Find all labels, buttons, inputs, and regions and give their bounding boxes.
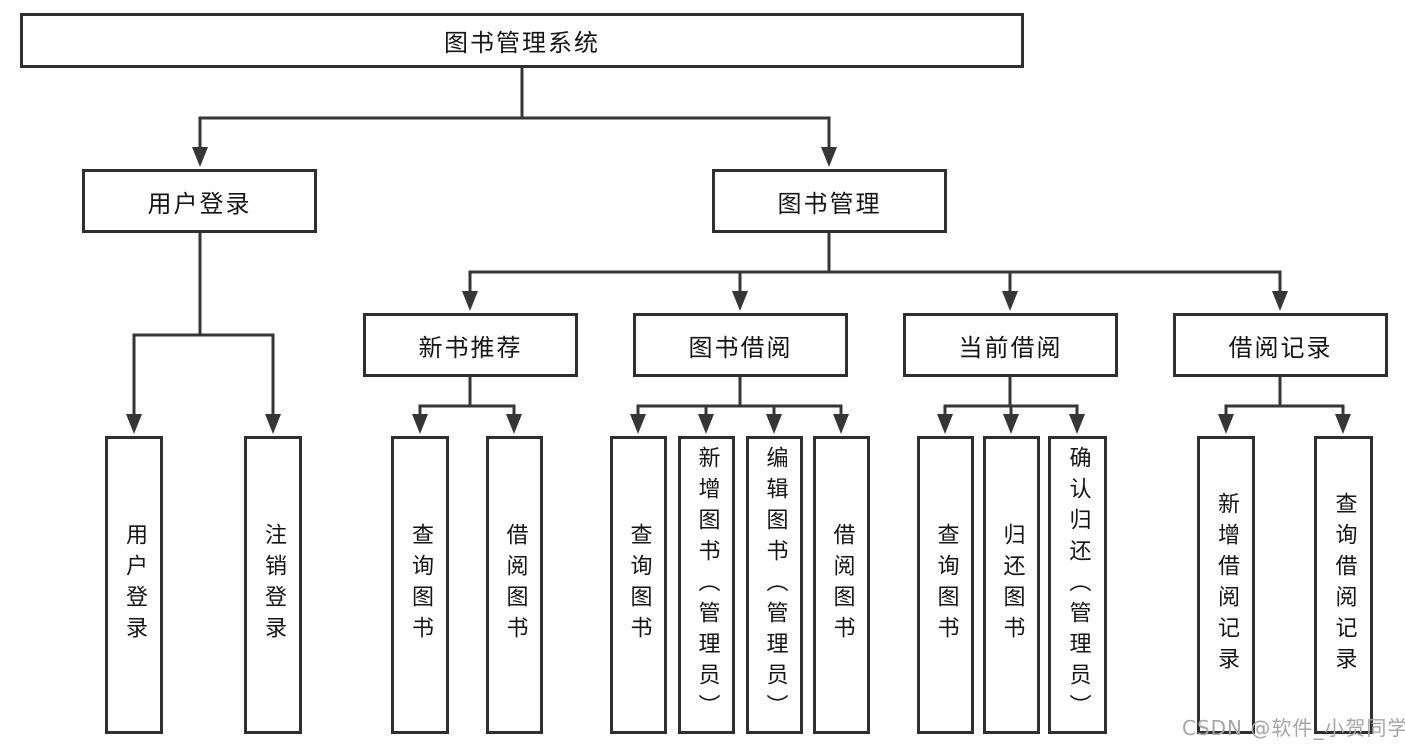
leaf-edit-books-admin: 编辑图书（管理员） bbox=[746, 436, 803, 734]
leaf-query-books-current: 查询图书 bbox=[917, 436, 974, 734]
node-book-borrowing-label: 图书借阅 bbox=[688, 333, 793, 362]
leaf-query-books-borrowing-label: 查询图书 bbox=[626, 523, 652, 647]
leaf-query-borrow-record: 查询借阅记录 bbox=[1314, 436, 1373, 734]
leaf-logout-label: 注销登录 bbox=[261, 523, 286, 647]
leaf-add-borrow-record-label: 新增借阅记录 bbox=[1214, 492, 1239, 678]
node-root-label: 图书管理系统 bbox=[444, 29, 600, 57]
node-borrowing-records-label: 借阅记录 bbox=[1228, 333, 1333, 362]
leaf-borrow-books-recommend-label: 借阅图书 bbox=[502, 523, 528, 647]
node-current-borrowing: 当前借阅 bbox=[903, 313, 1118, 377]
leaf-confirm-return-admin: 确认归还（管理员） bbox=[1048, 436, 1107, 734]
node-user-login: 用户登录 bbox=[82, 169, 317, 233]
node-new-book-recommendation: 新书推荐 bbox=[363, 313, 578, 377]
leaf-add-borrow-record: 新增借阅记录 bbox=[1197, 436, 1255, 734]
leaf-add-books-admin: 新增图书（管理员） bbox=[678, 436, 735, 734]
leaf-borrow-books-label: 借阅图书 bbox=[829, 523, 855, 647]
node-root-library-system: 图书管理系统 bbox=[20, 13, 1024, 68]
leaf-confirm-return-admin-label: 确认归还（管理员） bbox=[1065, 445, 1091, 725]
leaf-query-books-current-label: 查询图书 bbox=[933, 523, 959, 647]
node-user-login-label: 用户登录 bbox=[147, 189, 252, 218]
node-borrowing-records: 借阅记录 bbox=[1173, 313, 1388, 377]
csdn-watermark: CSDN @软件_小贺同学 bbox=[1182, 716, 1405, 740]
leaf-user-login: 用户登录 bbox=[105, 436, 163, 734]
leaf-edit-books-admin-label: 编辑图书（管理员） bbox=[762, 445, 788, 725]
leaf-query-books-recommend-label: 查询图书 bbox=[408, 523, 433, 647]
leaf-return-books-label: 归还图书 bbox=[999, 523, 1025, 647]
node-book-borrowing: 图书借阅 bbox=[633, 313, 848, 377]
leaf-query-borrow-record-label: 查询借阅记录 bbox=[1331, 492, 1357, 678]
node-current-borrowing-label: 当前借阅 bbox=[958, 333, 1063, 362]
leaf-return-books: 归还图书 bbox=[983, 436, 1040, 734]
leaf-borrow-books: 借阅图书 bbox=[813, 436, 870, 734]
leaf-borrow-books-recommend: 借阅图书 bbox=[486, 436, 543, 734]
node-book-management-label: 图书管理 bbox=[777, 189, 882, 218]
node-new-book-recommendation-label: 新书推荐 bbox=[418, 333, 523, 362]
leaf-query-books-recommend: 查询图书 bbox=[391, 436, 449, 734]
node-book-management: 图书管理 bbox=[712, 169, 947, 233]
leaf-query-books-borrowing: 查询图书 bbox=[610, 436, 667, 734]
leaf-add-books-admin-label: 新增图书（管理员） bbox=[694, 445, 720, 725]
leaf-user-login-label: 用户登录 bbox=[122, 523, 147, 647]
leaf-logout: 注销登录 bbox=[244, 436, 302, 734]
